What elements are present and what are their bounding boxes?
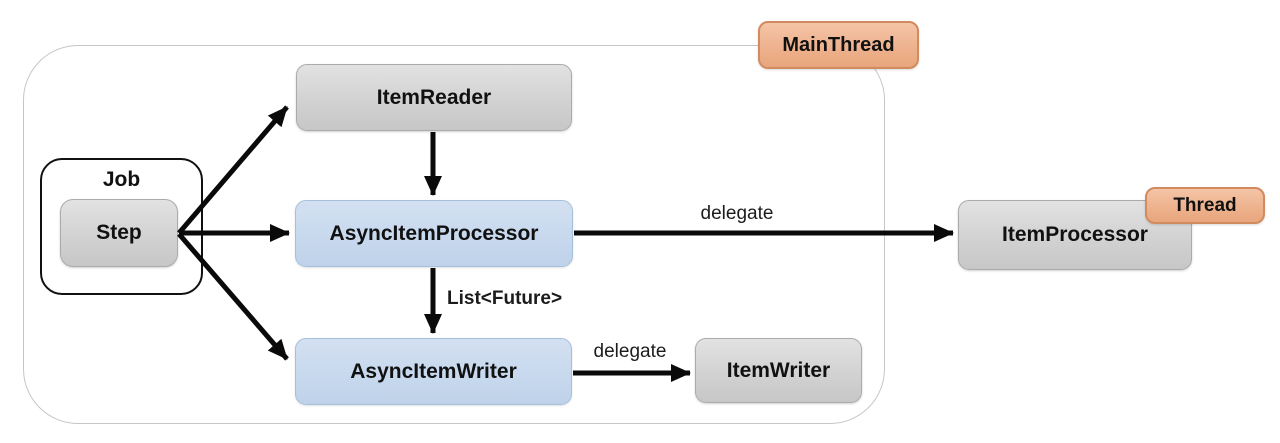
node-async-item-writer: AsyncItemWriter	[295, 338, 572, 405]
job-label: Job	[102, 168, 141, 191]
node-item-writer-label: ItemWriter	[726, 358, 831, 382]
node-item-reader: ItemReader	[296, 64, 572, 131]
node-async-item-writer-label: AsyncItemWriter	[350, 359, 517, 383]
node-item-processor-label: ItemProcessor	[1002, 223, 1148, 246]
node-step: Step	[60, 199, 178, 267]
node-async-item-processor: AsyncItemProcessor	[295, 200, 573, 267]
edge-label-delegate-writer: delegate	[593, 341, 667, 362]
main-thread-badge-label: MainThread	[782, 33, 895, 56]
node-async-item-processor-label: AsyncItemProcessor	[329, 221, 539, 245]
edge-label-list-future: List<Future>	[447, 288, 563, 309]
node-item-reader-label: ItemReader	[376, 85, 492, 109]
node-item-writer: ItemWriter	[695, 338, 862, 403]
thread-badge-label: Thread	[1173, 194, 1237, 216]
node-step-label: Step	[96, 221, 142, 244]
main-thread-badge: MainThread	[758, 21, 919, 69]
edge-label-delegate-processor: delegate	[700, 203, 774, 224]
thread-badge: Thread	[1145, 187, 1265, 224]
